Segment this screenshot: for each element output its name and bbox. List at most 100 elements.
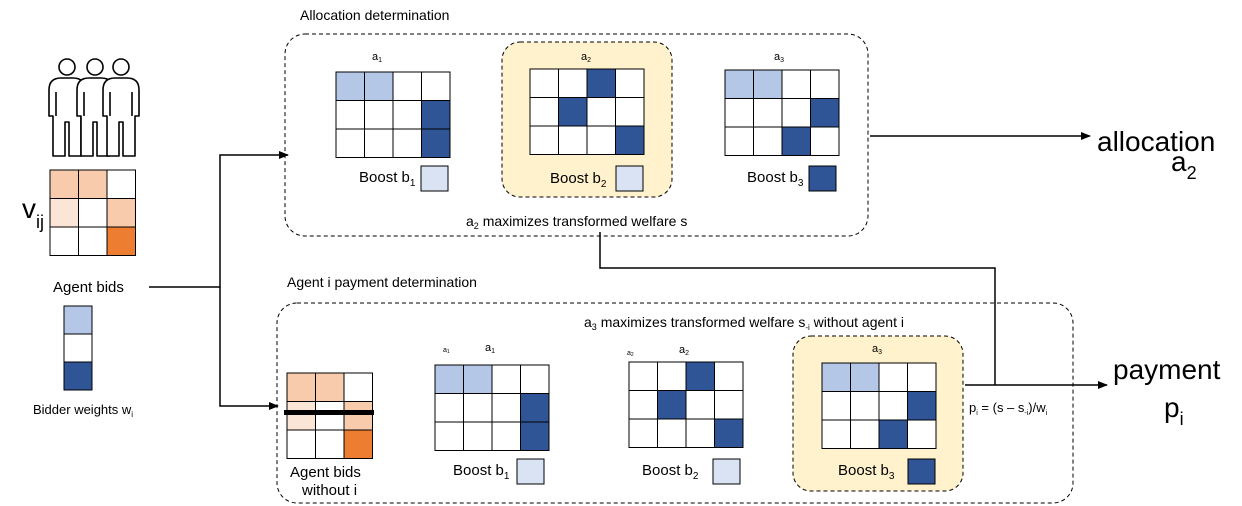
payment-welfare-caption: a3 maximizes transformed welfare s-i wit… — [584, 314, 904, 332]
top-alloc-2-label: a2 — [581, 51, 591, 64]
top-boost-3-label: Boost b3 — [747, 169, 804, 189]
top-allocation-grid-1-cell — [421, 100, 451, 130]
without-i-label-line1: Agent bids — [290, 464, 361, 481]
top-allocation-grid-2-cell — [529, 97, 559, 127]
top-allocation-grid-3-cell — [810, 69, 840, 99]
bottom-allocation-grid-3-cell — [850, 362, 880, 392]
bidder-weights-column-cell — [63, 305, 93, 335]
top-allocation-grid-3-cell — [810, 98, 840, 128]
top-allocation-grid-2-cell — [558, 68, 588, 98]
bottom-alloc-3-label: a3 — [872, 343, 882, 356]
payment-output-label: payment — [1113, 354, 1221, 385]
bottom-allocation-grid-2-cell — [657, 390, 687, 420]
top-allocation-grid-3 — [724, 69, 840, 156]
valuation-matrix-cell — [49, 226, 79, 256]
bottom-allocation-grid-3-cell — [850, 419, 880, 449]
top-allocation-grid-2-cell — [586, 97, 616, 127]
bottom-allocation-grid-1-cell — [463, 421, 493, 451]
bottom-allocation-grid-1-cell — [463, 364, 493, 394]
top-allocation-grid-3-cell — [724, 98, 754, 128]
top-allocation-grid-3-cell — [810, 126, 840, 156]
agent-bids-without-i-matrix-cell — [315, 401, 345, 431]
agent-bids-without-i-matrix — [286, 372, 373, 459]
bottom-allocation-grid-1-cell — [491, 393, 521, 423]
bottom-boost-1-label: Boost b1 — [453, 462, 510, 482]
top-allocation-grid-1-cell — [392, 100, 422, 130]
top-boost-1-label: Boost b1 — [359, 169, 416, 189]
top-allocation-grid-3-cell — [753, 69, 783, 99]
top-allocation-grid-2 — [529, 68, 645, 155]
bottom-allocation-grid-2-cell — [657, 418, 687, 448]
top-allocation-grid-2-cell — [615, 97, 645, 127]
payment-section-frame — [276, 302, 1074, 504]
valuation-matrix-cell — [78, 198, 108, 228]
bottom-allocation-grid-1-cell — [434, 421, 464, 451]
top-allocation-grid-1-cell — [364, 128, 394, 158]
top-allocation-grid-2-cell — [529, 68, 559, 98]
bottom-section-title: Agent i payment determination — [287, 274, 477, 290]
agent-bids-without-i-matrix-cell — [343, 401, 373, 431]
top-allocation-grid-3-cell — [753, 98, 783, 128]
top-allocation-grid-2-cell — [586, 125, 616, 155]
bottom-allocation-grid-1 — [434, 364, 550, 451]
agent-bids-without-i-matrix-cell — [286, 429, 316, 459]
bottom-allocation-grid-2-cell — [628, 361, 658, 391]
bottom-allocation-grid-3-cell — [878, 419, 908, 449]
valuation-matrix-cell — [49, 198, 79, 228]
bottom-allocation-grid-2-cell — [628, 390, 658, 420]
agent-bids-without-i-matrix-cell — [343, 372, 373, 402]
top-allocation-grid-1-cell — [335, 128, 365, 158]
bidder-weights-column-cell — [63, 333, 93, 363]
bottom-allocation-grid-3-cell — [821, 391, 851, 421]
top-allocation-grid-1-cell — [421, 128, 451, 158]
agent-bids-without-i-matrix-cell — [315, 372, 345, 402]
grids-layer — [49, 68, 937, 485]
bottom-allocation-grid-2 — [628, 361, 744, 448]
top-boost-2-label: Boost b2 — [550, 170, 607, 190]
bottom-allocation-grid-3-cell — [821, 362, 851, 392]
top-section-title: Allocation determination — [300, 7, 449, 23]
bottom-allocation-grid-1-cell — [463, 393, 493, 423]
top-allocation-grid-3-cell — [724, 69, 754, 99]
top-allocation-grid-3-cell — [781, 69, 811, 99]
bottom-allocation-grid-3 — [821, 362, 937, 449]
top-allocation-grid-1-cell — [392, 71, 422, 101]
bottom-alloc-1-small-label: a1 — [443, 347, 450, 355]
bottom-allocation-grid-1-cell — [434, 393, 464, 423]
top-alloc-1-label: a1 — [372, 51, 382, 64]
agents-icon — [48, 58, 140, 157]
top-boost-2-swatch — [615, 165, 644, 192]
payment-output-value: pi — [1164, 392, 1184, 429]
bottom-allocation-grid-3-cell — [907, 391, 937, 421]
bottom-allocation-grid-2-cell — [685, 361, 715, 391]
agent-bids-without-i-matrix-cell — [315, 429, 345, 459]
bottom-allocation-grid-1-cell — [520, 393, 550, 423]
top-allocation-grid-2-cell — [529, 125, 559, 155]
removed-agent-strike — [284, 410, 374, 415]
top-allocation-grid-2-cell — [615, 125, 645, 155]
valuation-matrix — [49, 169, 136, 256]
bottom-allocation-grid-2-cell — [685, 418, 715, 448]
valuation-matrix-cell — [49, 169, 79, 199]
bottom-allocation-grid-1-cell — [520, 364, 550, 394]
bottom-allocation-grid-3-cell — [878, 362, 908, 392]
agent-bids-label: Agent bids — [53, 279, 124, 296]
bottom-allocation-grid-2-cell — [714, 390, 744, 420]
top-alloc-3-label: a3 — [774, 51, 784, 64]
top-boost-3-swatch — [808, 165, 837, 192]
valuation-matrix-cell — [78, 169, 108, 199]
bottom-allocation-grid-1-cell — [491, 421, 521, 451]
bottom-alloc-1-label: a1 — [485, 342, 495, 355]
bottom-allocation-grid-3-cell — [907, 362, 937, 392]
person-icon — [102, 58, 140, 157]
without-i-label-line2: without i — [301, 482, 357, 499]
top-allocation-grid-1 — [335, 71, 451, 158]
bottom-allocation-grid-1-cell — [491, 364, 521, 394]
bottom-alloc-2-small-label: a2 — [627, 350, 634, 358]
bottom-allocation-grid-1-cell — [434, 364, 464, 394]
bottom-boost-3-swatch — [907, 458, 936, 485]
bottom-boost-1-swatch — [516, 458, 545, 485]
allocation-welfare-caption: a2 maximizes transformed welfare s — [466, 213, 687, 231]
bottom-boost-3-label: Boost b3 — [838, 462, 895, 482]
valuation-label: vij — [22, 193, 44, 232]
